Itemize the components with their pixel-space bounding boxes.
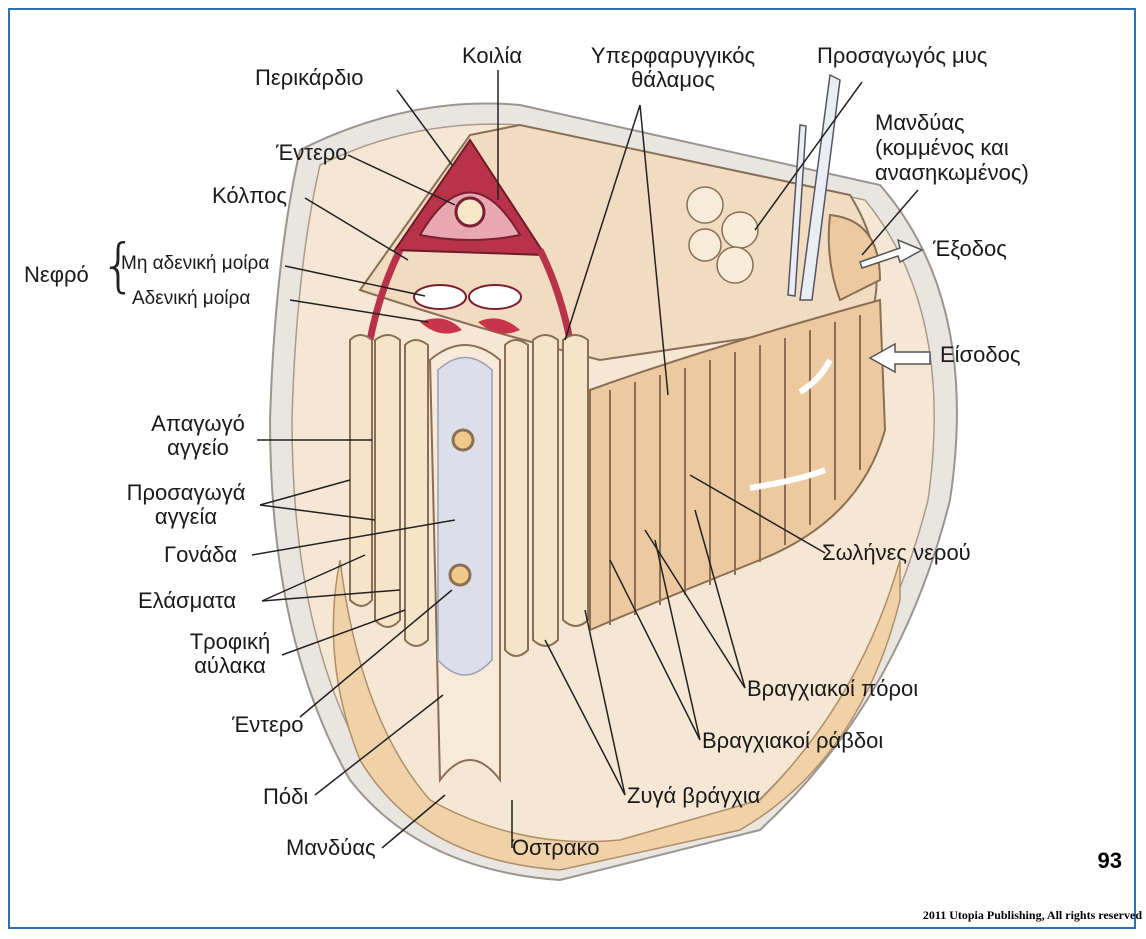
- label-mantle-cut-line1: Μανδύας: [875, 110, 1029, 135]
- label-exit: Έξοδος: [933, 237, 1007, 261]
- label-afferent-line1: Προσαγωγά: [112, 481, 260, 505]
- label-kidney: Νεφρό: [24, 263, 89, 287]
- label-efferent: Απαγωγό αγγείο: [138, 412, 258, 460]
- label-atrium: Κόλπος: [212, 184, 287, 208]
- label-gill-pairs: Ζυγά βράγχια: [627, 784, 760, 808]
- label-food-groove-line1: Τροφική: [180, 630, 280, 654]
- label-ventricle: Κοιλία: [462, 44, 522, 68]
- label-food-groove-line2: αύλακα: [180, 654, 280, 678]
- label-nonglandular: Μη αδενική μοίρα: [121, 252, 269, 276]
- intestine-section-top: [456, 198, 484, 226]
- label-gonad: Γονάδα: [164, 543, 237, 567]
- label-filaments: Βραγχιακοί ράβδοι: [702, 729, 883, 753]
- label-entrance: Είσοδος: [940, 343, 1020, 367]
- label-suprabranchial: Υπερφαρυγγικός θάλαμος: [568, 44, 778, 92]
- label-intestine-bottom: Έντερο: [232, 713, 304, 737]
- label-efferent-line1: Απαγωγό: [138, 412, 258, 436]
- gill-lamellae-right: [505, 335, 588, 656]
- label-shell: Όστρακο: [512, 836, 600, 860]
- label-intestine-top: Έντερο: [276, 141, 348, 165]
- label-mantle-cut-line3: ανασηκωμένος): [875, 160, 1029, 185]
- label-ostia: Βραγχιακοί πόροι: [747, 677, 918, 701]
- label-mantle-cut: Μανδύας (κομμένος και ανασηκωμένος): [875, 110, 1029, 185]
- label-lamellae: Ελάσματα: [138, 589, 236, 613]
- intestine-section-mid: [453, 430, 473, 450]
- intestine-section-low: [450, 565, 470, 585]
- label-food-groove: Τροφική αύλακα: [180, 630, 280, 678]
- label-adductor: Προσαγωγός μυς: [817, 44, 987, 68]
- label-suprabranchial-line2: θάλαμος: [568, 68, 778, 92]
- label-foot: Πόδι: [263, 785, 308, 809]
- label-pericardium: Περικάρδιο: [255, 66, 363, 90]
- gonad-shape: [438, 358, 492, 676]
- label-water-tubes: Σωλήνες νερού: [822, 541, 971, 565]
- label-efferent-line2: αγγείο: [138, 436, 258, 460]
- label-afferent: Προσαγωγά αγγεία: [112, 481, 260, 529]
- kidney-right: [469, 285, 521, 309]
- page-number: 93: [1098, 848, 1122, 874]
- copyright-notice: 2011 Utopia Publishing, All rights reser…: [923, 908, 1142, 923]
- gill-lamellae-left: [350, 335, 428, 646]
- label-mantle-cut-line2: (κομμένος και: [875, 135, 1029, 160]
- label-afferent-line2: αγγεία: [112, 505, 260, 529]
- kidney-left: [414, 285, 466, 309]
- label-glandular: Αδενική μοίρα: [132, 287, 250, 311]
- label-mantle: Μανδύας: [286, 836, 376, 860]
- label-suprabranchial-line1: Υπερφαρυγγικός: [568, 44, 778, 68]
